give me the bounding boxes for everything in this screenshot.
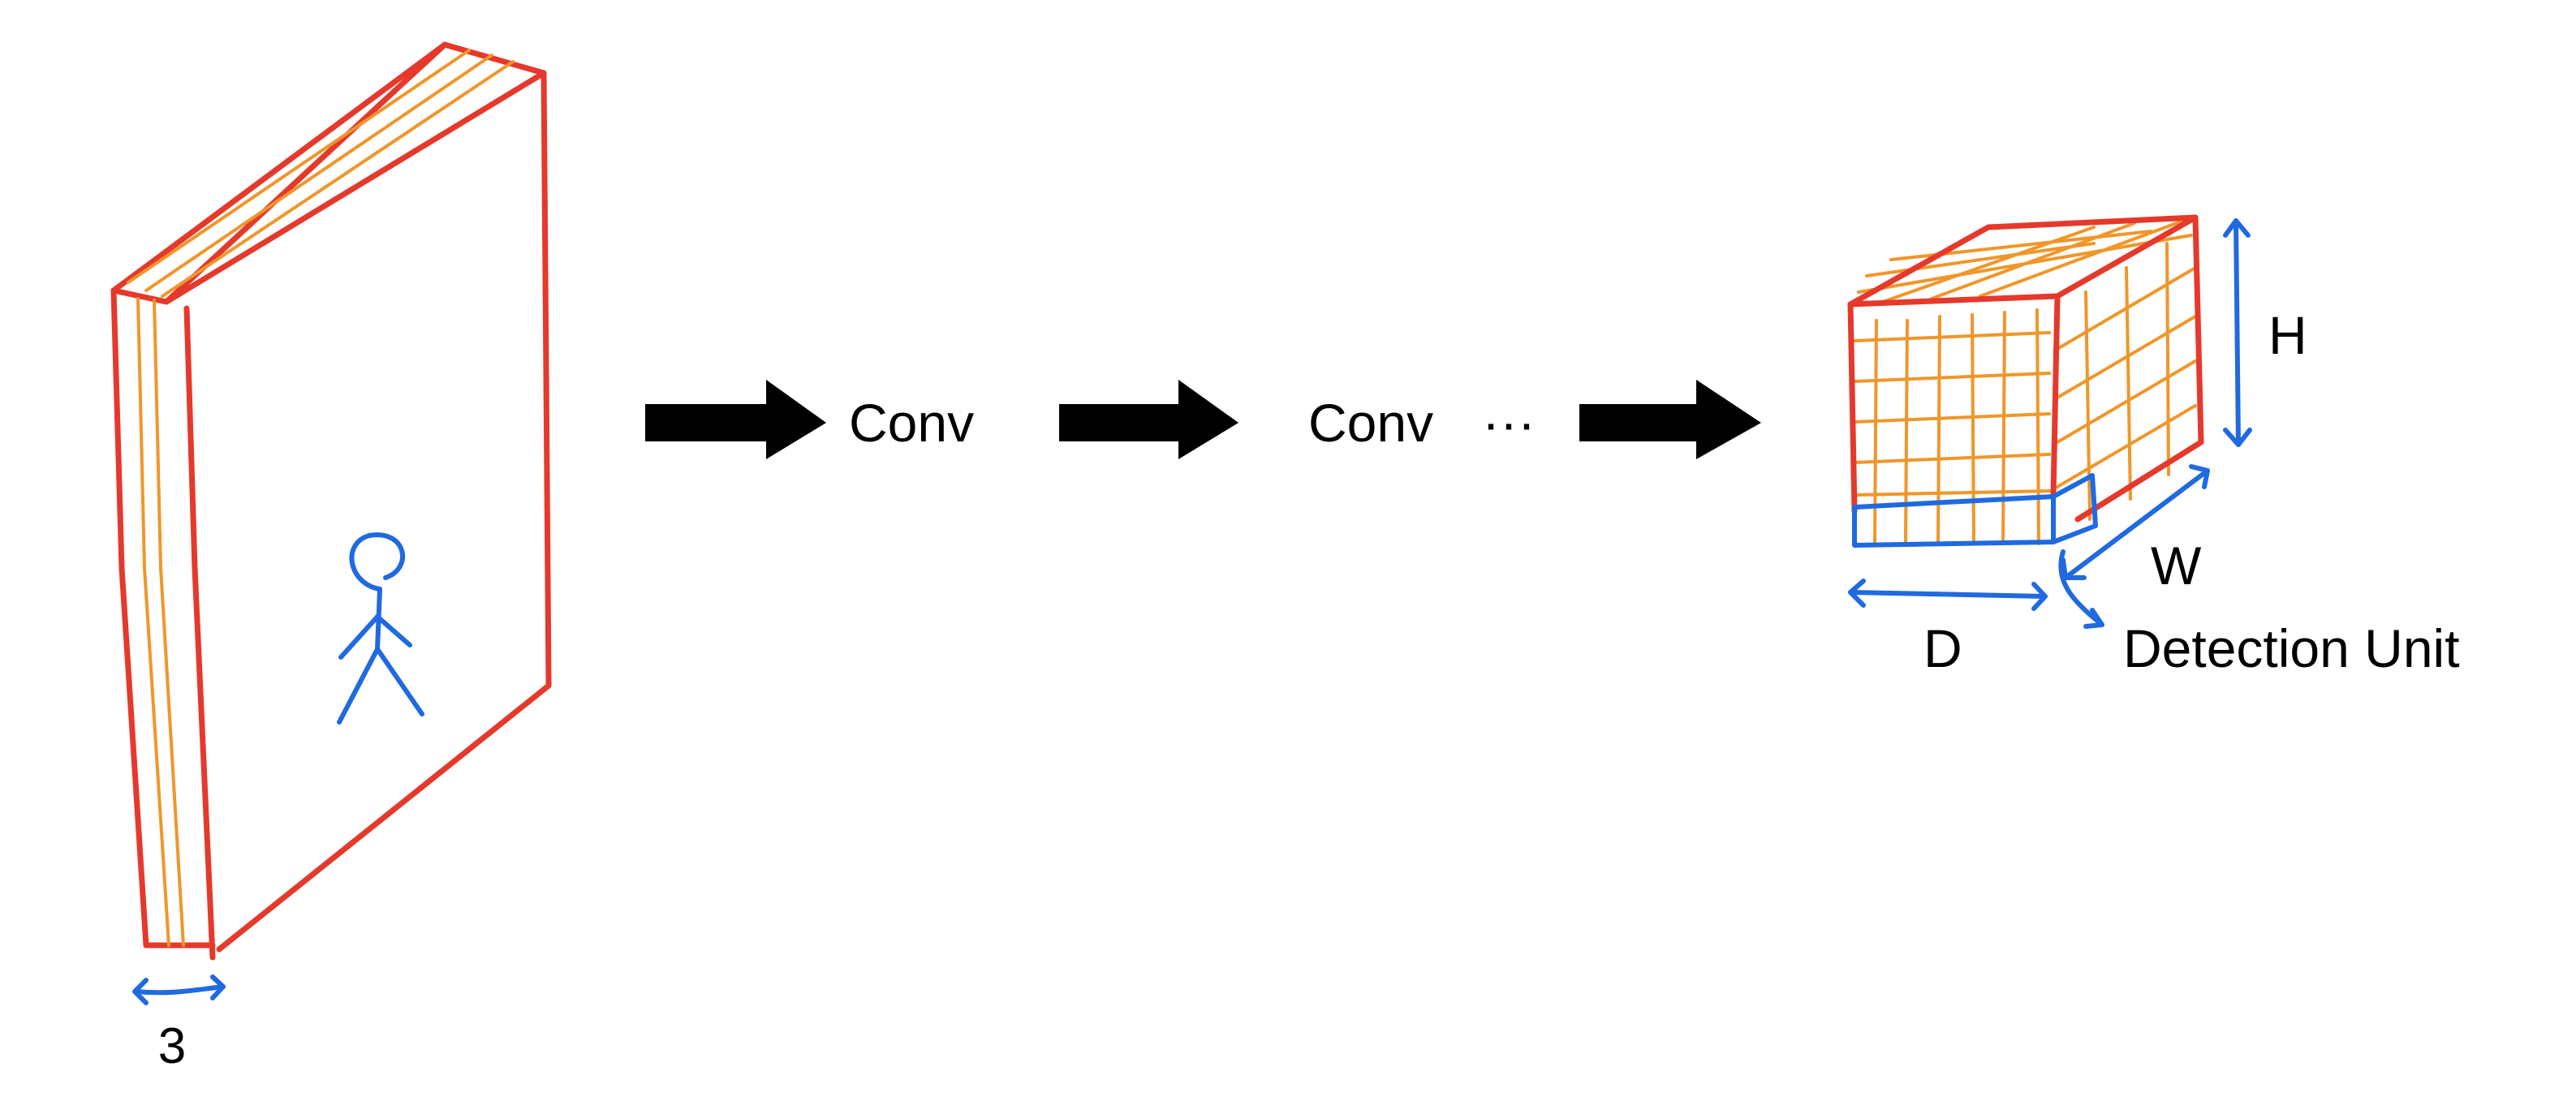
- depth-label: D: [1923, 618, 1962, 678]
- detection-unit-pointer: [2058, 549, 2104, 629]
- depth-dimension-arrow: [1848, 579, 2048, 611]
- channel-count-label: 3: [158, 1018, 186, 1074]
- conv-label-1: Conv: [849, 393, 974, 453]
- arrow-icon: [1059, 380, 1238, 459]
- channel-dimension-arrow: [132, 974, 226, 1005]
- width-dimension-arrow: [2061, 464, 2210, 580]
- width-label: W: [2151, 536, 2202, 596]
- input-slab-icon: [110, 41, 552, 961]
- person-icon: [337, 532, 424, 725]
- height-label: H: [2268, 305, 2307, 365]
- arrow-icon: [1579, 380, 1761, 459]
- conv-label-2: Conv: [1308, 393, 1433, 453]
- detection-unit-label: Detection Unit: [2123, 618, 2460, 678]
- arrow-icon: [645, 380, 826, 459]
- ellipsis-label: ···: [1482, 393, 1536, 453]
- height-dimension-arrow: [2223, 218, 2252, 447]
- feature-cube-icon: [1847, 214, 2204, 548]
